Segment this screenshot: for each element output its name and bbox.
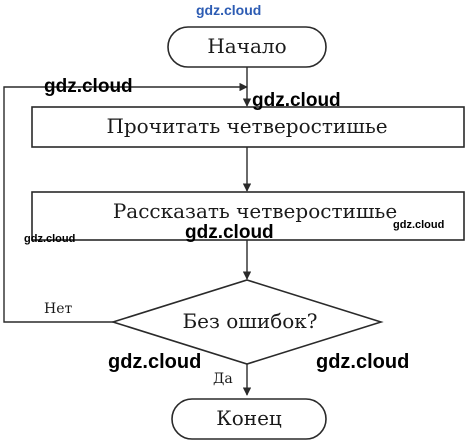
process-tell: [31, 191, 465, 241]
arrow-no-loop-back: [3, 82, 248, 323]
watermark-4: gdz.cloud: [393, 219, 444, 231]
watermark-5: gdz.cloud: [24, 233, 75, 245]
process-tell-label: Рассказать четверостишье: [113, 199, 397, 223]
start-label: Начало: [207, 34, 286, 58]
process-read: [31, 106, 465, 148]
watermark-1: gdz.cloud: [44, 76, 133, 97]
watermark-7: gdz.cloud: [316, 351, 409, 373]
end-terminal: [171, 398, 327, 440]
end-label: Конец: [216, 406, 282, 430]
decision-label: Без ошибок?: [182, 309, 317, 333]
watermark-3: gdz.cloud: [185, 222, 274, 243]
yes-label: Да: [213, 371, 233, 387]
watermark-6: gdz.cloud: [108, 351, 201, 373]
no-label: Нет: [44, 301, 72, 317]
watermark-top: gdz.cloud: [196, 2, 261, 18]
process-read-label: Прочитать четверостишье: [106, 114, 387, 138]
watermark-2: gdz.cloud: [252, 90, 341, 111]
